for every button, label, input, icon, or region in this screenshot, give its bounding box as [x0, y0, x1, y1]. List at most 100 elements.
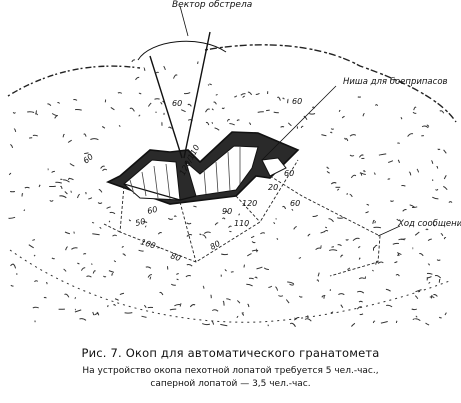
texture-stroke — [104, 99, 107, 103]
texture-stroke — [143, 67, 146, 71]
texture-stroke — [359, 172, 363, 176]
texture-stroke — [73, 98, 78, 101]
texture-stroke — [395, 320, 398, 324]
texture-stroke — [356, 290, 365, 294]
texture-stroke — [273, 221, 276, 225]
texture-stroke — [83, 253, 87, 255]
texture-stroke — [362, 113, 365, 117]
texture-stroke — [187, 103, 192, 107]
texture-stroke — [432, 196, 439, 200]
texture-stroke — [365, 211, 369, 214]
texture-stroke — [282, 97, 285, 100]
texture-stroke — [8, 216, 16, 219]
texture-stroke — [229, 123, 235, 126]
texture-stroke — [243, 264, 245, 268]
figure-caption-title: Рис. 7. Окоп для автоматического гранато… — [81, 346, 380, 360]
texture-stroke — [138, 114, 141, 117]
texture-stroke — [202, 234, 207, 239]
texture-stroke — [222, 217, 226, 220]
texture-stroke — [268, 285, 273, 288]
texture-stroke — [51, 170, 55, 173]
texture-stroke — [117, 92, 123, 94]
texture-stroke — [143, 304, 147, 308]
texture-stroke — [373, 172, 376, 175]
texture-stroke — [256, 248, 258, 253]
texture-stroke — [298, 256, 302, 259]
texture-stroke — [331, 246, 335, 248]
texture-stroke — [170, 283, 176, 286]
dim-110: 110 — [234, 219, 249, 228]
texture-stroke — [388, 160, 394, 163]
texture-stroke — [84, 152, 89, 155]
texture-stroke — [179, 303, 182, 307]
texture-stroke — [142, 221, 148, 223]
texture-stroke — [248, 277, 254, 280]
texture-stroke — [398, 238, 405, 241]
texture-stroke — [57, 101, 61, 104]
texture-stroke — [154, 98, 160, 100]
texture-stroke — [122, 253, 126, 257]
texture-stroke — [159, 291, 164, 296]
texture-stroke — [316, 279, 320, 282]
texture-stroke — [326, 166, 330, 169]
texture-stroke — [186, 234, 193, 237]
texture-stroke — [68, 177, 71, 181]
texture-stroke — [100, 165, 105, 169]
texture-stroke — [221, 253, 229, 256]
texture-stroke — [372, 219, 375, 224]
texture-stroke — [210, 294, 212, 299]
texture-stroke — [396, 218, 400, 222]
texture-stroke — [351, 322, 356, 327]
texture-stroke — [250, 235, 255, 239]
texture-stroke — [205, 108, 210, 113]
dim-100: 100 — [139, 237, 156, 250]
texture-stroke — [88, 197, 93, 200]
texture-stroke — [74, 309, 82, 313]
texture-stroke — [413, 106, 417, 111]
texture-stroke — [34, 113, 39, 116]
texture-stroke — [260, 232, 266, 235]
texture-stroke — [400, 117, 403, 120]
texture-stroke — [346, 192, 348, 195]
texture-stroke — [24, 186, 30, 189]
texture-stroke — [298, 295, 303, 298]
texture-stroke — [101, 126, 106, 129]
texture-stroke — [425, 322, 430, 326]
texture-stroke — [62, 133, 65, 138]
texture-stroke — [141, 315, 147, 318]
texture-stroke — [247, 91, 253, 96]
texture-stroke — [229, 230, 232, 233]
texture-stroke — [51, 113, 58, 117]
texture-stroke — [113, 304, 116, 307]
texture-stroke — [293, 226, 297, 230]
texture-stroke — [315, 247, 322, 250]
texture-stroke — [248, 122, 252, 126]
texture-stroke — [361, 172, 366, 175]
texture-stroke — [43, 296, 47, 299]
texture-stroke — [113, 260, 116, 263]
texture-stroke — [209, 83, 212, 86]
texture-stroke — [419, 253, 424, 257]
texture-stroke — [34, 280, 39, 283]
texture-stroke — [329, 249, 338, 252]
texture-stroke — [27, 111, 35, 113]
texture-stroke — [430, 294, 433, 299]
texture-stroke — [189, 304, 196, 308]
texture-stroke — [397, 253, 400, 257]
texture-stroke — [64, 231, 71, 235]
texture-stroke — [197, 61, 199, 64]
texture-stroke — [23, 209, 26, 212]
texture-stroke — [99, 226, 102, 229]
texture-stroke — [321, 134, 327, 137]
texture-stroke — [386, 304, 393, 308]
texture-stroke — [323, 294, 326, 299]
texture-stroke — [282, 205, 287, 210]
texture-stroke — [121, 246, 124, 248]
texture-stroke — [74, 297, 76, 300]
texture-stroke — [373, 244, 378, 249]
texture-stroke — [289, 283, 295, 286]
texture-stroke — [330, 128, 334, 130]
texture-stroke — [349, 134, 357, 137]
texture-stroke — [214, 222, 219, 226]
texture-stroke — [440, 233, 444, 236]
